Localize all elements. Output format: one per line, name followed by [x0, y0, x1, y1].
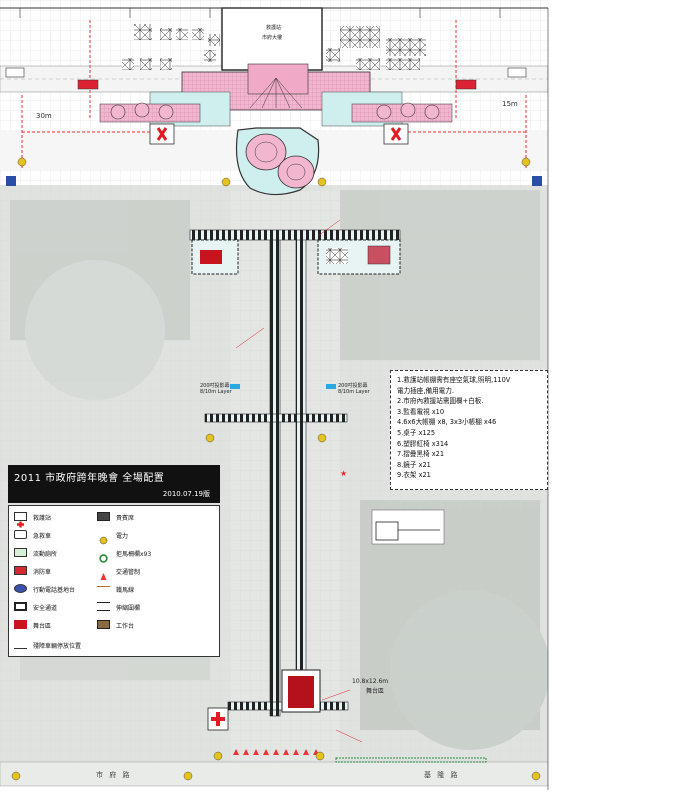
power-markers	[11, 157, 541, 781]
bottom-road	[0, 761, 549, 787]
traffic-control-icon	[97, 566, 110, 580]
flex-fence-icon	[97, 602, 110, 611]
notes-box: 1.救護站帳棚需有座空氣球,照明,110V 電力插座,備用電力. 2.市府內救援…	[390, 370, 548, 490]
first-aid-icon	[14, 512, 27, 528]
legend-accessible-vehicle: 殘障車輛停放位置	[33, 643, 82, 650]
accessible-signs	[6, 176, 542, 186]
stage-icon	[14, 620, 27, 629]
legend-first-aid: 救護站	[33, 515, 52, 522]
accessible-vehicle-icon	[14, 640, 27, 649]
first-aid-hq-label: 救護站	[266, 25, 282, 31]
legend-stage: 舞台區	[33, 623, 52, 630]
traffic-cones	[233, 749, 319, 755]
toilet-icon	[14, 548, 27, 557]
city-hall-label: 市府大樓	[262, 35, 283, 41]
inset-box	[371, 509, 445, 545]
fire-truck-icon	[14, 566, 27, 575]
legend-workstation: 工作台	[116, 623, 135, 630]
screen-right-marker	[326, 384, 336, 389]
screen-right-sub: 8/10m Layer	[338, 389, 370, 395]
version-date: 2010.07.19版	[162, 490, 210, 498]
legend-ambulance: 急救車	[33, 533, 52, 540]
vehicles	[5, 67, 527, 90]
legend-flex-fence: 伸縮圍欄	[116, 605, 141, 612]
legend-mobile-toilet: 流動廁所	[33, 551, 58, 558]
legend-traffic-control: 交通管制	[116, 569, 141, 576]
dim-right-label: 15m	[502, 100, 518, 108]
note-line: 9.衣架 x21	[397, 471, 431, 480]
legend-mobile-power: 行動電話基地台	[33, 587, 76, 594]
note-line: 2.市府內救援站需圍欄+白板.	[397, 397, 484, 406]
stage-size-label: 10.8x12.6m	[352, 678, 389, 685]
power-icon	[97, 530, 110, 545]
tent-crosses	[122, 24, 426, 70]
vip-seat-icon	[97, 512, 110, 521]
page-title: 2011 市政府跨年晚會 全場配置	[14, 473, 165, 484]
legend-barricade: 拒馬柵欄x93	[116, 551, 152, 558]
street-left-label: 市 府 路	[96, 771, 132, 779]
cell-tower-icon	[14, 584, 27, 593]
dim-left-label: 30m	[36, 112, 52, 120]
note-line: 6.塑膠紅椅 x314	[397, 439, 449, 448]
screen-left-marker	[230, 384, 240, 389]
note-line: 8.鏡子 x21	[397, 460, 431, 469]
legend: 救護站 急救車 流動廁所 消防車 行動電話基地台 安全通道 舞台區 殘障車輛停放…	[8, 505, 220, 657]
street-bottom-label: 基 隆 路	[424, 771, 460, 779]
workstation-icon	[97, 620, 110, 629]
title-box: 2011 市政府跨年晚會 全場配置 2010.07.19版	[8, 465, 220, 503]
legend-fire-truck: 消防車	[33, 569, 52, 576]
screen-left-label: 200吋投影幕	[200, 383, 230, 389]
barricade-icon	[97, 548, 110, 563]
screen-left-sub: 8/10m Layer	[200, 389, 232, 395]
note-line: 4.6x6大帳棚 x8, 3x3小帳棚 x46	[397, 418, 497, 427]
note-line: 7.摺疊黑椅 x21	[397, 450, 445, 459]
legend-power: 電力	[116, 533, 129, 540]
safety-exit-icon	[14, 602, 27, 611]
legend-fence-line: 鐵馬線	[116, 587, 135, 594]
note-line: 電力插座,備用電力.	[397, 386, 454, 395]
round-tables	[110, 102, 440, 120]
screen-right-label: 200吋投影幕	[338, 383, 368, 389]
note-line: 3.監看電視 x10	[397, 407, 445, 416]
city-hall-building	[221, 7, 323, 71]
first-aid-tents	[149, 123, 409, 145]
legend-vip-seat: 貴賓席	[116, 515, 135, 522]
stage-name-label: 舞台區	[366, 688, 385, 695]
ambulance-icon	[14, 530, 27, 539]
svg-text:★: ★	[340, 469, 347, 478]
legend-safety-exit: 安全通道	[33, 605, 58, 612]
note-line: 5.桌子 x125	[397, 428, 436, 437]
fence-lines-red	[21, 20, 527, 170]
fence-line-icon	[97, 586, 110, 595]
note-line: 1.救護站帳棚需有座空氣球,照明,110V	[397, 376, 511, 384]
